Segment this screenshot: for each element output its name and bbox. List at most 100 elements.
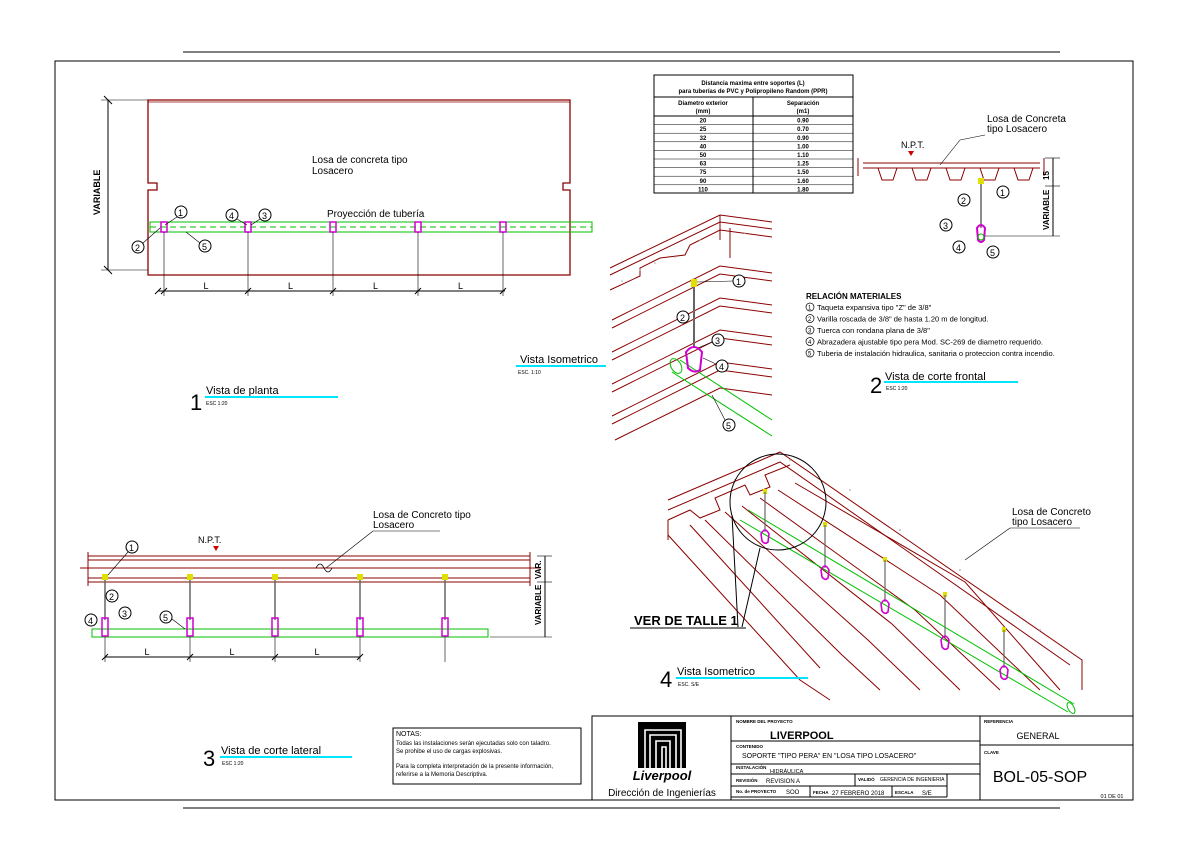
plan-span-label: L [458,281,463,291]
table-cell-spacing: 0.70 [797,127,809,133]
notes-line-2: Se prohibe el uso de cargas explosivas. [396,749,502,755]
side-hanger [271,617,279,637]
material-number: 5 [808,352,812,358]
plan-view-number: 1 [190,390,202,415]
svg-text:3: 3 [943,221,948,231]
project-name: LIVERPOOL [770,730,834,742]
front-dim-var: VARIABLE [1042,189,1051,230]
svg-text:3: 3 [715,336,720,346]
side-view-scale: ESC 1:20 [222,761,244,767]
iso-detail-scale: ESC. 1:10 [518,370,541,376]
content-value: SOPORTE "TIPO PERA" EN "LOSA TIPO LOSACE… [742,753,917,760]
table-cell-spacing: 1.10 [797,153,809,159]
iso-main-scale: ESC. S/E [678,682,700,688]
table-col2-1: Separación [787,101,820,107]
side-span-label: L [144,647,149,657]
material-number: 1 [808,306,812,312]
front-view-number: 2 [870,373,882,398]
iso-hanger [999,665,1009,681]
iso-detail-view: 1 2 3 4 5 Vista Isometrico ESC. 1:10 [516,214,773,441]
svg-text:5: 5 [163,613,168,623]
materials-list: RELACIÓN MATERIALES 1 Taqueta expansiva t… [805,292,1055,358]
department: Dirección de Ingenierías [608,788,716,799]
plan-view-scale: ESC 1:20 [206,401,228,407]
plan-span-label: L [288,281,293,291]
svg-text:4: 4 [88,616,93,626]
iso-hanger [760,529,770,545]
reference-value: GENERAL [1016,731,1059,741]
side-hanger [186,617,194,637]
front-slab-label-1: Losa de Concreta [987,114,1066,125]
plan-span-label: L [203,281,208,291]
table-cell-diameter: 110 [698,187,708,193]
side-npt: N.P.T. [198,535,221,545]
side-anchor [272,574,278,580]
front-slab-label-2: tipo Losacero [987,124,1047,135]
main-isometric-view: VER DE TALLE 1 Losa de Concreto tipo Los… [630,451,1091,714]
title-block: Liverpool Dirección de Ingenierías NOMBR… [591,715,1134,801]
iso-anchor [763,489,767,494]
svg-text:1: 1 [736,277,741,287]
table-cell-spacing: 1.50 [797,170,809,176]
table-cell-spacing: 1.25 [797,162,809,168]
sheet-border [54,60,1134,801]
project-no-label: No. de PROYECTO [736,789,777,794]
materials-title: RELACIÓN MATERIALES [806,292,902,301]
material-number: 3 [808,329,812,335]
plan-pipe-label: Proyección de tubería [327,209,425,220]
notes-title: NOTAS: [396,731,422,738]
side-hanger [101,617,109,637]
key-label: CLAVE [984,750,999,755]
plan-view-title: Vista de planta [206,385,279,397]
iso-detail-title: Vista Isometrico [520,354,598,366]
plan-span-label: L [373,281,378,291]
content-label: CONTENIDO [736,744,763,749]
material-item: Tuerca con rondana plana de 3/8" [817,326,930,335]
svg-text:4: 4 [956,243,961,253]
iso-main-title: Vista Isometrico [677,666,755,678]
material-item: Abrazadera ajustable tipo pera Mod. SC-2… [817,338,1043,347]
revision-label: REVISIÓN [736,776,758,783]
table-cell-spacing: 1.00 [797,144,809,150]
side-slab-label-2: Losacero [373,520,415,531]
svg-text:5: 5 [726,421,731,431]
date-label: FECHA [813,790,829,795]
notes-line-1: Todas las instalaciones serán ejecutadas… [396,741,551,747]
scale-value: S/E [922,791,932,797]
table-cell-diameter: 20 [700,119,707,125]
side-view-number: 3 [203,746,215,771]
logo-text: Liverpool [633,768,692,783]
notes-box: NOTAS: Todas las instalaciones serán eje… [392,727,582,785]
front-section-view: N.P.T. Losa de Concreta tipo Losacero 15… [857,114,1066,398]
svg-text:5: 5 [990,248,995,258]
svg-text:4: 4 [229,211,234,221]
table-cell-spacing: 1.80 [797,187,809,193]
svg-text:2: 2 [680,313,685,323]
table-cell-diameter: 50 [700,153,707,159]
key-value: BOL-05-SOP [993,769,1087,786]
material-number: 4 [808,340,812,346]
svg-text:2: 2 [109,592,114,602]
plan-dim-vertical: VARIABLE [92,170,102,215]
table-col1-1: Diametro exterior [678,101,728,107]
svg-text:5: 5 [202,242,207,252]
side-anchor [442,574,448,580]
svg-text:1: 1 [178,208,183,218]
svg-text:1: 1 [129,543,134,553]
side-dim-top: VAR. [534,560,543,579]
svg-text:3: 3 [262,211,267,221]
material-item: Taqueta expansiva tipo "Z" de 3/8" [817,303,932,312]
svg-text:2: 2 [961,196,966,206]
approval-label: VALIDÓ [858,775,875,782]
material-item: Varilla roscada de 3/8" de hasta 1.20 m … [817,315,988,324]
install-label: INSTALACIÓN [736,763,766,770]
iso-hanger [820,565,830,581]
iso-anchor [1002,627,1006,632]
side-anchor [357,574,363,580]
front-view-scale: ESC 1:20 [886,386,908,392]
date-value: 27 FEBRERO 2018 [832,791,885,797]
side-slab-label-1: Losa de Concreto tipo [373,510,471,521]
